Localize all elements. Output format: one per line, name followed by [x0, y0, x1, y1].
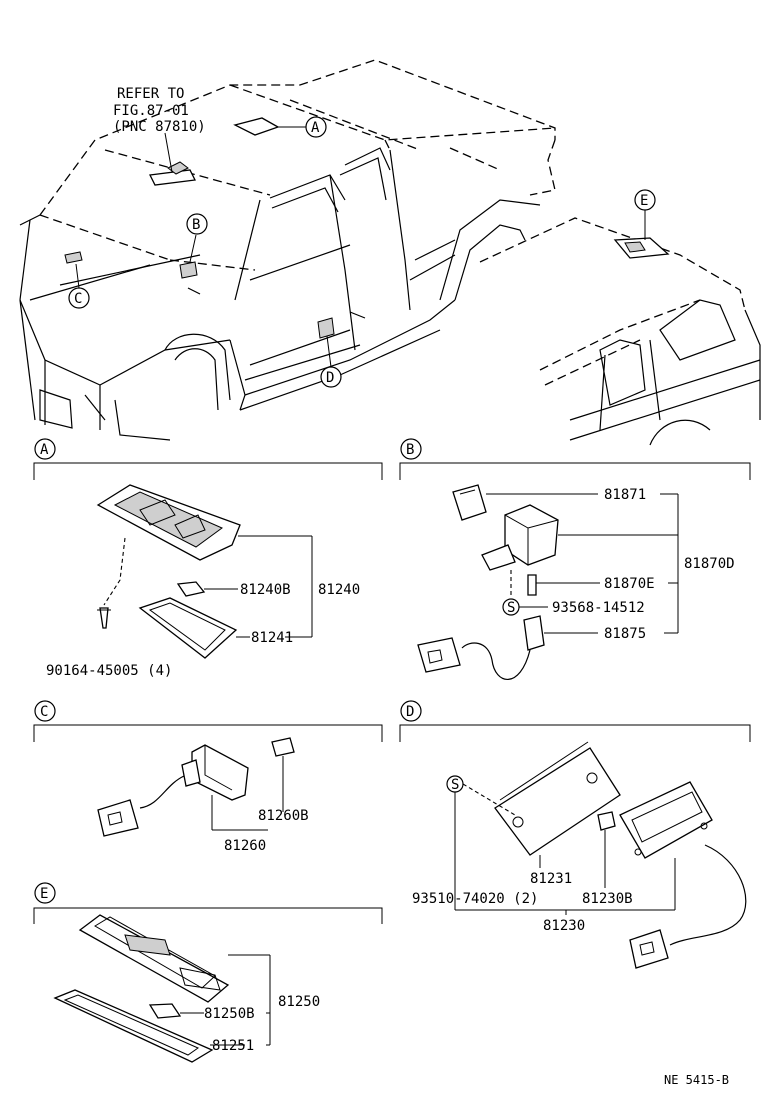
part-81870d: 81870D	[684, 556, 735, 572]
callout-s-d-label: S	[451, 777, 459, 793]
part-81240b: 81240B	[240, 582, 291, 598]
callout-a-label: A	[311, 120, 320, 136]
truck-illustration	[19, 59, 556, 441]
reference-note-line1: REFER TO	[117, 86, 184, 102]
callout-b-circle	[186, 213, 208, 235]
section-c-label: C	[40, 704, 48, 720]
figure-code: NE 5415-B	[664, 1073, 729, 1087]
callout-d-circle	[320, 366, 342, 388]
part-93568-14512: 93568-14512	[552, 600, 645, 616]
lamp-bulb-a	[176, 581, 206, 597]
part-81230: 81230	[543, 918, 585, 934]
lamp-bulb-e	[148, 1003, 182, 1019]
section-e-circle	[34, 882, 56, 904]
callout-b-label: B	[192, 217, 200, 233]
connector-d	[629, 929, 669, 969]
section-a-circle	[34, 438, 56, 460]
section-a: A 81240B 81240 81241 90164-45005 (4)	[33, 438, 383, 679]
part-81230b: 81230B	[582, 891, 633, 907]
part-81260b: 81260B	[258, 808, 309, 824]
section-b: B S 81871 81870D 81870E 935	[399, 438, 751, 680]
reference-note: REFER TO FIG.87-01 (PNC 87810)	[113, 86, 206, 173]
callout-s-b-label: S	[507, 600, 515, 616]
lamp-bulb-b	[527, 574, 537, 596]
section-e-label: E	[40, 886, 48, 902]
section-c: C 81260B 81260	[33, 700, 383, 854]
overview-callouts: A B C D E	[68, 116, 656, 388]
part-81231: 81231	[530, 871, 572, 887]
part-93510-74020: 93510-74020 (2)	[412, 891, 538, 907]
screw	[99, 607, 109, 629]
suv-illustration	[479, 217, 761, 446]
section-b-circle	[400, 438, 422, 460]
connector-b	[417, 637, 461, 673]
part-81250: 81250	[278, 994, 320, 1010]
section-b-label: B	[406, 442, 414, 458]
cargo-lamp-housing	[78, 914, 230, 1003]
callout-e-circle	[634, 189, 656, 211]
part-81260: 81260	[224, 838, 266, 854]
callout-c-label: C	[74, 291, 82, 307]
callout-a-circle	[305, 116, 327, 138]
socket-81875	[523, 615, 545, 651]
section-a-label: A	[40, 442, 49, 458]
callout-e-label: E	[640, 193, 648, 209]
connector-c	[97, 799, 139, 837]
section-d: D S 93510-74020 (2) 81231 81230B 81230	[399, 700, 751, 969]
switch-cap	[452, 484, 487, 521]
lamp-bulb-c	[271, 737, 295, 757]
cover-81231	[494, 747, 621, 856]
section-e: E 81250 81250B 81251	[33, 882, 383, 1063]
reference-note-line2: FIG.87-01	[113, 103, 189, 119]
callout-c-circle	[68, 287, 90, 309]
lamp-bulb-d	[597, 811, 616, 831]
section-c-circle	[34, 700, 56, 722]
part-81241: 81241	[251, 630, 293, 646]
part-81251: 81251	[212, 1038, 254, 1054]
cargo-lamp-lens	[53, 989, 214, 1063]
courtesy-lamp-c	[191, 744, 249, 801]
part-90164-45005: 90164-45005 (4)	[46, 663, 172, 679]
part-81875: 81875	[604, 626, 646, 642]
lamp-body-d	[619, 781, 713, 859]
reference-note-line3: (PNC 87810)	[113, 119, 206, 135]
part-81240: 81240	[318, 582, 360, 598]
part-81871: 81871	[604, 487, 646, 503]
section-d-label: D	[406, 704, 414, 720]
callout-d-label: D	[326, 370, 334, 386]
part-81870e: 81870E	[604, 576, 655, 592]
part-81250b: 81250B	[204, 1006, 255, 1022]
section-d-circle	[400, 700, 422, 722]
